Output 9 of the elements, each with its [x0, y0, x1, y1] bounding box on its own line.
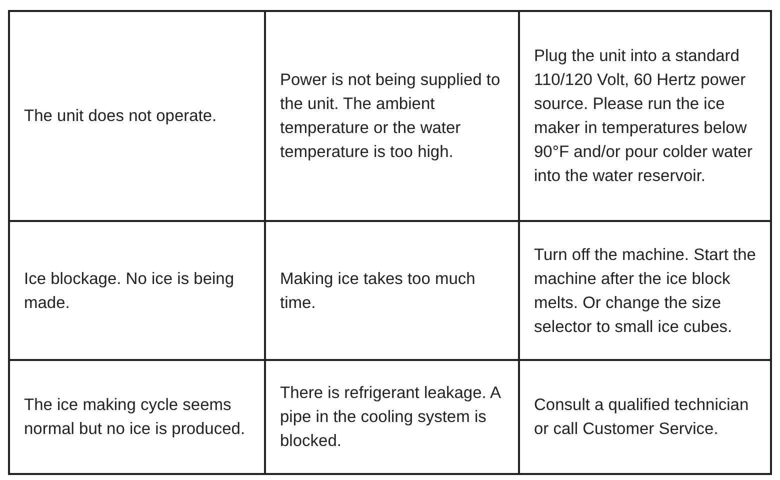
- table-cell-text: Ice blockage. No ice is being made.: [24, 268, 236, 314]
- table-cell-text: Turn off the machine. Start the machine after the ice block melts. Or change the size selector to small ice cubes.: [534, 244, 757, 338]
- table-cell-text: Consult a qualified technician or call Customer Service.: [534, 395, 750, 440]
- table-cell-text: There is refrigerant leakage. A pipe in the cooling system is blocked.: [280, 383, 502, 452]
- table-cell-text: The ice making cycle seems normal but no ice is produced.: [24, 395, 246, 440]
- table-cell-text: Power is not being supplied to the unit. The ambient temperature or the water temperature is too high.: [280, 70, 502, 163]
- table-cell-text: The unit does not operate.: [24, 106, 217, 127]
- table-cell-text: Making ice takes too much time.: [280, 268, 476, 314]
- table-cell-text: Plug the unit into a standard 110/120 Volt, 60 Hertz power source. Please run the ice maker in temperatures below 90°F and/or pour colder water into the water reservoir.: [534, 46, 754, 187]
